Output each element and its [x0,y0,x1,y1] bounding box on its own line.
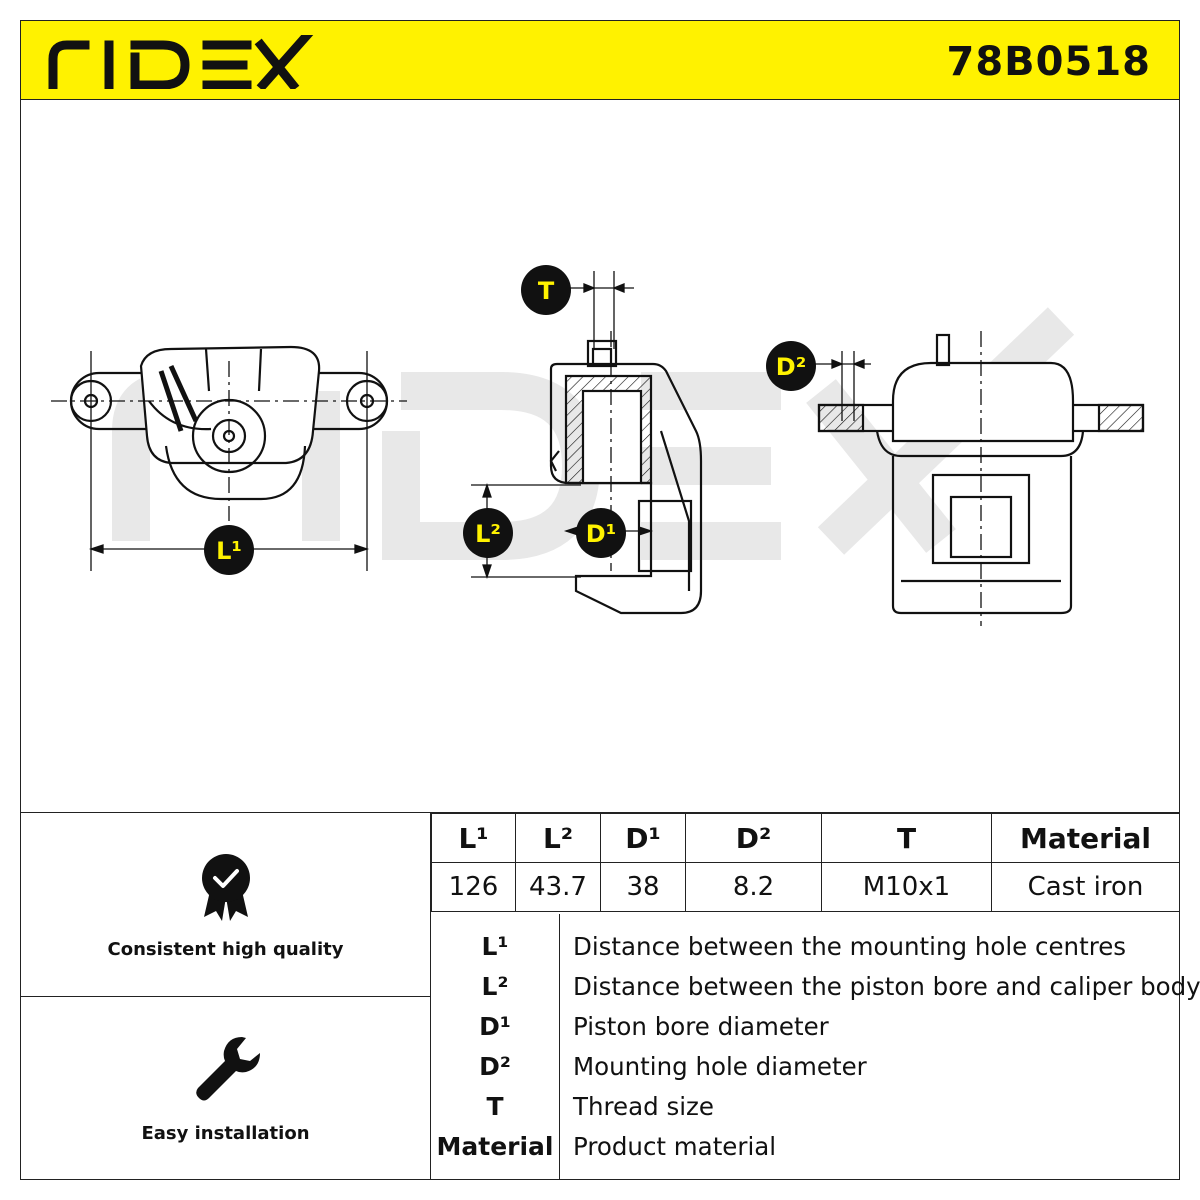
badge-d1: D¹ [576,508,626,558]
svg-text:D²: D² [776,353,806,381]
legend-desc: Mounting hole diameter [573,1052,867,1081]
legend: L¹ Distance between the mounting hole ce… [431,914,1200,1180]
spec-header-row: L¹ L² D¹ D² T Material [431,813,1180,863]
svg-text:D¹: D¹ [586,520,616,548]
legend-row: L¹ Distance between the mounting hole ce… [431,927,1179,967]
legend-desc: Distance between the piston bore and cal… [573,972,1200,1001]
section-divider [20,812,1180,813]
spec-value-material: Cast iron [991,862,1180,912]
legend-key: D² [479,1052,511,1081]
spec-value-t: M10x1 [821,862,992,912]
spec-header-d2: D² [685,813,822,863]
caliper-side-view [817,333,1145,615]
legend-separator [559,914,560,1180]
spec-header-d1: D¹ [600,813,686,863]
legend-desc: Distance between the mounting hole centr… [573,932,1127,961]
spec-value-row: 126 43.7 38 8.2 M10x1 Cast iron [431,862,1180,912]
spec-header-material: Material [991,813,1180,863]
spec-header-l2: L² [515,813,601,863]
spec-table: L¹ L² D¹ D² T Material 126 43.7 38 8.2 M… [431,813,1180,912]
spec-value-d2: 8.2 [685,862,822,912]
feature-label-installation: Easy installation [141,1123,310,1144]
feature-installation: Easy installation [20,997,431,1180]
svg-text:T: T [538,277,555,305]
legend-row: Material Product material [431,1127,1179,1167]
badge-l1: L¹ [204,525,254,575]
caliper-section-view [549,339,703,615]
spec-value-l1: 126 [431,862,516,912]
legend-row: L² Distance between the piston bore and … [431,967,1200,1007]
header-bar: 78B0518 [20,20,1180,100]
legend-row: D² Mounting hole diameter [431,1047,1179,1087]
legend-row: D¹ Piston bore diameter [431,1007,1179,1047]
wrench-icon [196,1037,260,1101]
svg-text:L¹: L¹ [216,537,242,565]
badge-d2: D² [766,341,816,391]
svg-text:L²: L² [475,520,501,548]
legend-key: L¹ [481,932,509,961]
legend-key: L² [481,972,509,1001]
legend-key: D¹ [479,1012,511,1041]
badge-l2: L² [463,508,513,558]
legend-desc: Product material [573,1132,777,1161]
legend-desc: Thread size [573,1092,714,1121]
technical-drawing: L¹ T L² D¹ D² [51,265,1145,626]
feature-quality: Consistent high quality [20,813,431,996]
d2-dimension [811,331,982,626]
spec-value-d1: 38 [600,862,686,912]
feature-divider [20,996,431,997]
spec-header-l1: L¹ [431,813,516,863]
feature-label-quality: Consistent high quality [107,939,344,960]
part-number: 78B0518 [946,39,1151,85]
ridex-logo [48,35,314,89]
spec-header-t: T [821,813,992,863]
legend-row: T Thread size [431,1087,1179,1127]
legend-desc: Piston bore diameter [573,1012,829,1041]
legend-key: T [486,1092,504,1121]
spec-value-l2: 43.7 [515,862,601,912]
quality-badge-icon [202,854,250,921]
badge-t: T [521,265,571,315]
legend-key: Material [436,1132,554,1161]
